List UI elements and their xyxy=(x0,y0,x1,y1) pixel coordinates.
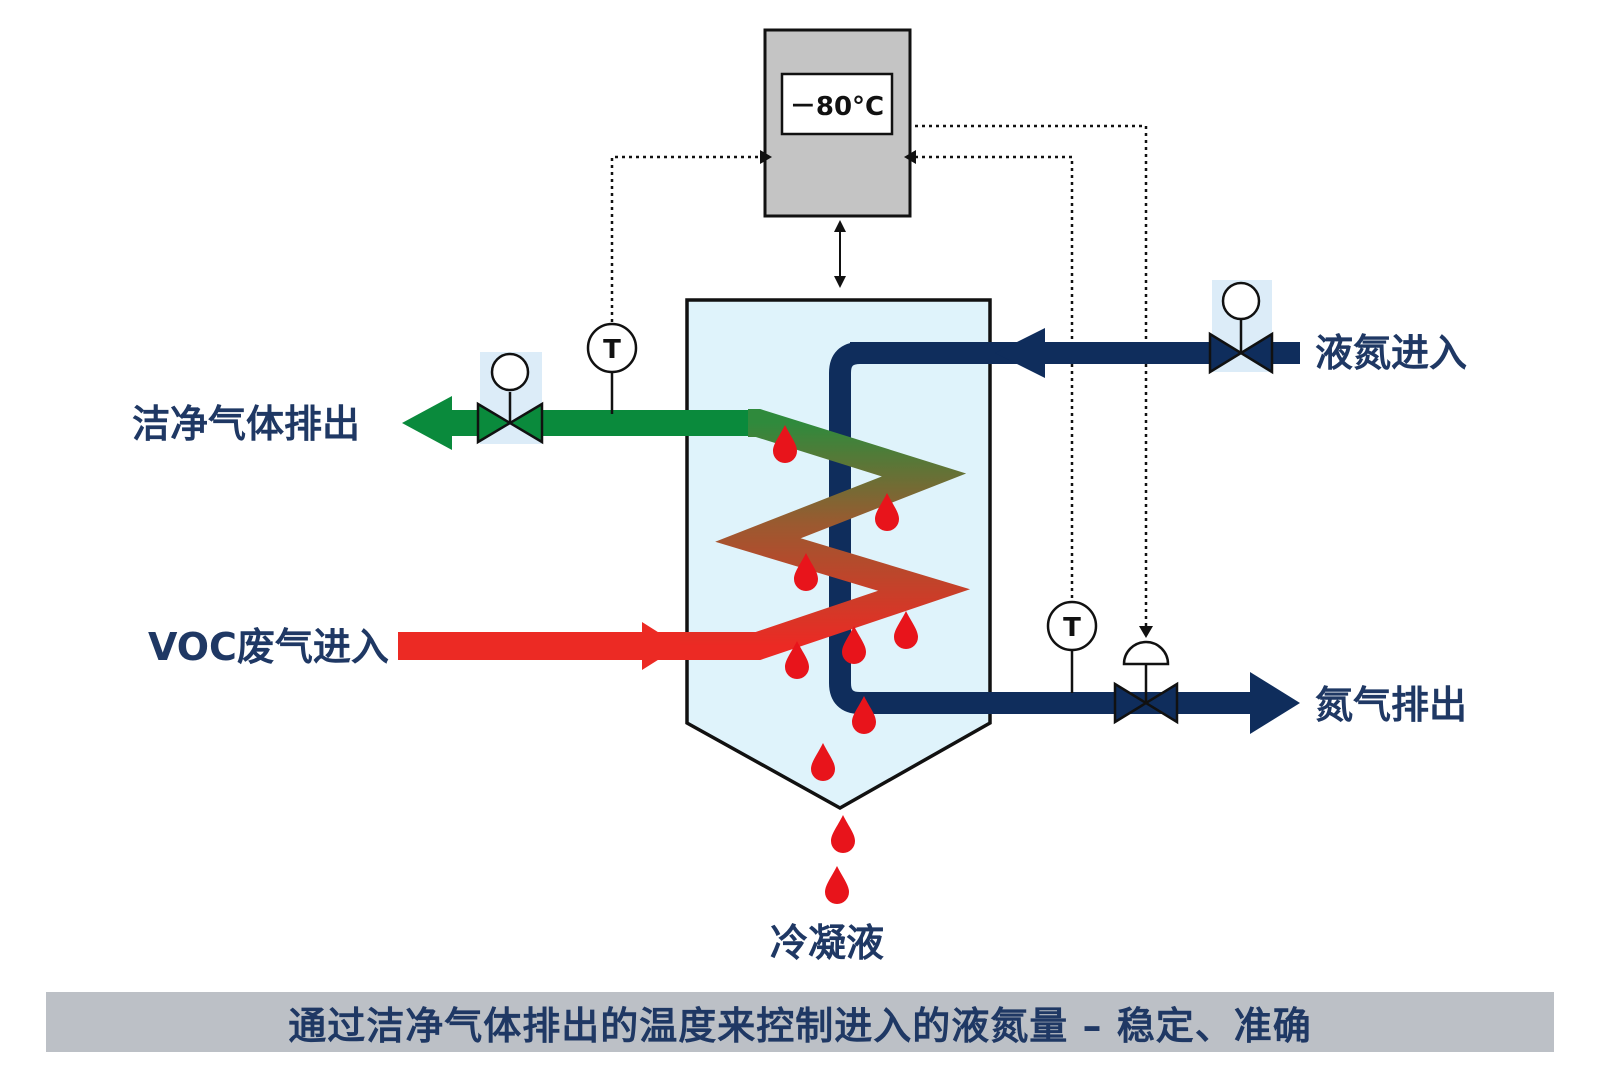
n2-control-valve xyxy=(1113,640,1179,725)
label-ln2-in: 液氮进入 xyxy=(1315,331,1467,375)
sensor-symbol: T xyxy=(603,335,621,365)
ln2-inlet-valve xyxy=(1208,280,1274,375)
droplet xyxy=(842,626,866,664)
label-condensate: 冷凝液 xyxy=(770,921,884,965)
gas-coil xyxy=(680,409,971,660)
valve-actuator-icon xyxy=(490,352,530,392)
caption-bar: 通过洁净气体排出的温度来控制进入的液氮量 – 稳定、准确 xyxy=(46,992,1554,1052)
ln2-flow-arrow xyxy=(995,328,1045,378)
droplet xyxy=(811,743,835,781)
controller-vessel-link xyxy=(834,220,846,288)
voc-inlet-line xyxy=(398,622,680,670)
label-clean-gas-out: 洁净气体排出 xyxy=(132,402,360,446)
condensate-droplets xyxy=(773,425,918,904)
n2-temp-sensor: T xyxy=(1046,600,1098,693)
controller-display xyxy=(780,72,894,136)
clean-gas-arrow xyxy=(402,396,452,450)
sensor-symbol: T xyxy=(1063,613,1081,643)
clean-gas-valve xyxy=(476,352,544,445)
signal-line-n2-sensor xyxy=(915,155,1074,612)
droplet xyxy=(785,641,809,679)
caption-text: 通过洁净气体排出的温度来控制进入的液氮量 – 稳定、准确 xyxy=(288,1003,1312,1048)
n2-outlet-arrow xyxy=(1250,672,1300,734)
temperature-controller: －80°C xyxy=(763,28,912,218)
droplet xyxy=(794,553,818,591)
droplet xyxy=(773,425,797,463)
signal-line-clean-gas-sensor xyxy=(610,155,760,322)
cold-coil-line xyxy=(829,342,1270,714)
droplet xyxy=(875,493,899,531)
clean-gas-temp-sensor: T xyxy=(586,322,638,414)
label-n2-out: 氮气排出 xyxy=(1315,683,1467,727)
droplet xyxy=(825,866,849,904)
signal-line-control-valve xyxy=(915,124,1148,628)
diaphragm-actuator-icon xyxy=(1122,640,1170,666)
droplet xyxy=(831,815,855,853)
label-voc-in: VOC废气进入 xyxy=(148,625,389,669)
valve-actuator-icon xyxy=(1221,281,1261,321)
signal-lines xyxy=(610,124,1148,628)
voc-flow-arrow xyxy=(642,622,680,670)
droplet xyxy=(894,611,918,649)
droplet xyxy=(852,696,876,734)
controller-readout: －80°C xyxy=(790,92,884,122)
